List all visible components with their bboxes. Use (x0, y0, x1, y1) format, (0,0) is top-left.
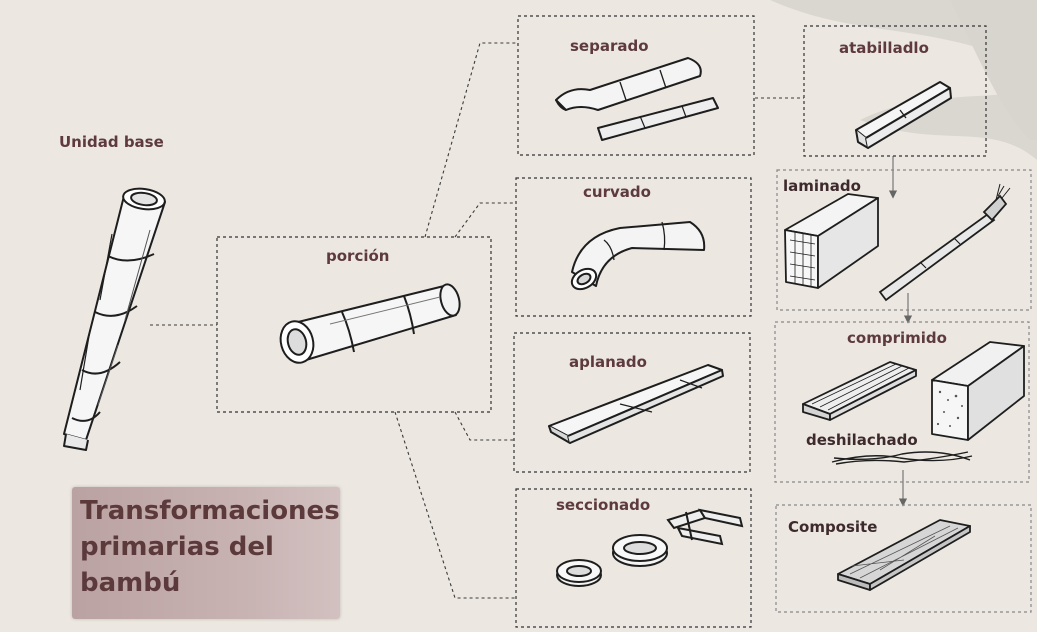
box-atabilladlo (803, 25, 987, 157)
box-separado (517, 15, 755, 156)
compressed-block-illustration (931, 341, 1025, 441)
label-composite: Composite (788, 518, 878, 536)
label-atabilladlo: atabilladlo (839, 39, 929, 57)
label-porcion: porción (326, 247, 390, 265)
connector-porcion-aplanado (454, 411, 516, 441)
label-comprimido: comprimido (847, 329, 947, 347)
label-separado: separado (570, 37, 649, 55)
label-laminado: laminado (783, 177, 861, 195)
laminated-strip-illustration (878, 183, 1011, 302)
box-aplanado (513, 332, 751, 473)
shredded-fiber-illustration (831, 451, 973, 465)
dashed-boxes (216, 15, 1032, 628)
box-comprimido (774, 321, 1030, 483)
connector-porcion-seccionado (394, 411, 516, 599)
connector-lines (150, 42, 804, 599)
bamboo-section-illustration (279, 283, 461, 364)
split-bamboo-illustration (555, 57, 719, 141)
bamboo-culm-illustration (63, 187, 166, 451)
diagram-title: Transformaciones primarias del bambú (80, 496, 340, 598)
sectioned-bamboo-illustration (556, 508, 744, 587)
connector-porcion-separado (424, 42, 518, 238)
label-aplanado: aplanado (569, 353, 647, 371)
box-composite (775, 504, 1032, 613)
title-box: Transformaciones primarias del bambú (72, 487, 340, 619)
connector-porcion-curvado (454, 202, 516, 238)
stick-illustration (855, 81, 952, 149)
box-porcion (216, 236, 492, 413)
background-foliage-shadow (770, 0, 1037, 160)
laminated-block-illustration (784, 193, 879, 289)
flattened-bamboo-illustration (548, 364, 724, 444)
label-curvado: curvado (583, 183, 651, 201)
box-laminado (776, 169, 1032, 311)
label-seccionado: seccionado (556, 496, 651, 514)
composite-panel-illustration (837, 519, 971, 591)
compressed-board-illustration (802, 361, 917, 421)
curved-bamboo-illustration (570, 221, 706, 291)
label-unidad-base: Unidad base (59, 133, 164, 151)
label-deshilachado: deshilachado (806, 431, 918, 449)
arrows (888, 156, 913, 507)
